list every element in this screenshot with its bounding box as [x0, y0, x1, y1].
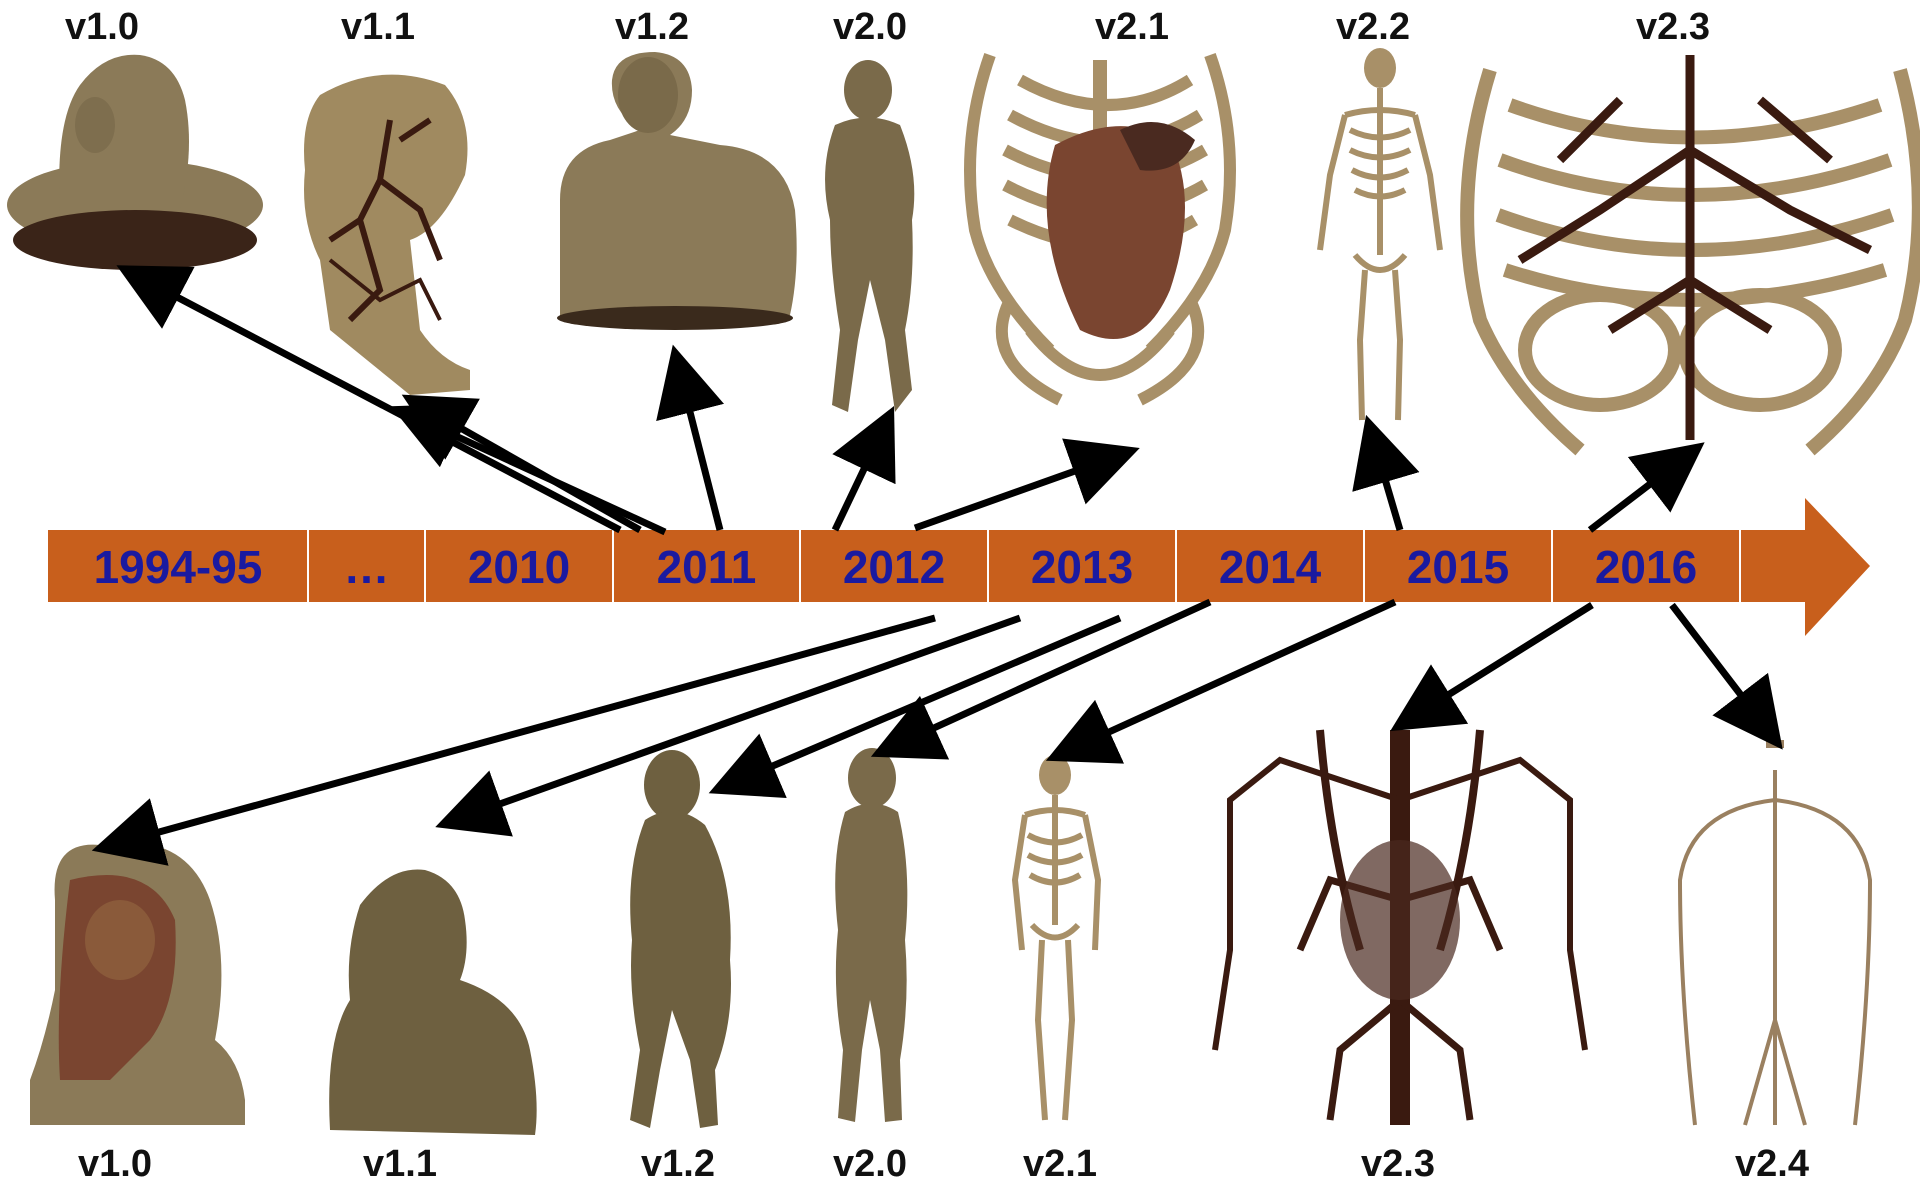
top-model-v2-3-label: v2.3	[1636, 8, 1710, 46]
bottom-model-v1-2-label: v1.2	[641, 1145, 715, 1183]
bottom-model-v1-2-figure	[630, 750, 731, 1128]
bottom-model-v2-4-figure	[1680, 740, 1870, 1125]
bottom-model-v1-0-label: v1.0	[78, 1145, 152, 1183]
connector-arrow	[835, 425, 885, 530]
connector-arrow	[1672, 605, 1770, 733]
connector-arrow	[1065, 602, 1395, 752]
top-figures	[7, 48, 1919, 450]
bottom-model-v2-3-label: v2.3	[1361, 1145, 1435, 1183]
top-model-v2-0-label: v2.0	[833, 8, 907, 46]
bottom-model-v2-4-label: v2.4	[1735, 1145, 1809, 1183]
top-model-v2-1-label: v2.1	[1095, 8, 1169, 46]
top-model-v2-2-label: v2.2	[1336, 8, 1410, 46]
timeline-segment-2: 2010	[468, 541, 570, 593]
bottom-model-v2-0-figure	[835, 748, 907, 1122]
top-model-v2-0-figure	[825, 60, 914, 412]
timeline-segment-0: 1994-95	[94, 541, 263, 593]
timeline-segment-5: 2013	[1031, 541, 1133, 593]
connector-arrow	[915, 455, 1120, 528]
connector-arrow	[890, 602, 1210, 748]
top-model-v2-3-figure	[1467, 55, 1919, 450]
bottom-model-v1-1-figure	[329, 869, 537, 1135]
timeline-segment-4: 2012	[843, 541, 945, 593]
connector-arrow	[112, 618, 935, 845]
timeline-segment-3: 2011	[657, 541, 757, 593]
bottom-model-v2-1-label: v2.1	[1023, 1145, 1097, 1183]
top-model-v1-1-label: v1.1	[341, 8, 415, 46]
timeline-segment-6: 2014	[1219, 541, 1322, 593]
top-model-v1-2-label: v1.2	[615, 8, 689, 46]
top-model-v2-2-figure	[1320, 48, 1440, 420]
top-model-v1-2-figure	[557, 52, 797, 330]
timeline-segment-8: 2016	[1595, 541, 1697, 593]
top-model-v2-1-figure	[970, 55, 1230, 400]
top-model-v1-0-label: v1.0	[65, 8, 139, 46]
bottom-model-v2-1-figure	[1015, 755, 1098, 1120]
bottom-model-v1-0-figure	[30, 842, 245, 1125]
connector-arrow	[678, 365, 720, 530]
connector-arrow	[410, 415, 665, 532]
connector-arrow	[455, 618, 1020, 820]
timeline-arrow: 1994-95 … 2010 2011 2012 2013 2014 2015 2016	[48, 498, 1870, 636]
connector-arrow	[1372, 435, 1400, 530]
top-model-v1-1-figure	[304, 75, 470, 395]
bottom-model-v2-0-label: v2.0	[833, 1145, 907, 1183]
top-model-v1-0-figure	[7, 55, 263, 270]
timeline-segment-1: …	[344, 541, 390, 593]
timeline-segment-7: 2015	[1407, 541, 1509, 593]
bottom-model-v2-3-figure	[1215, 730, 1585, 1125]
connector-arrow	[1408, 605, 1592, 720]
connector-arrow	[1590, 455, 1688, 530]
bottom-model-v1-1-label: v1.1	[363, 1145, 437, 1183]
